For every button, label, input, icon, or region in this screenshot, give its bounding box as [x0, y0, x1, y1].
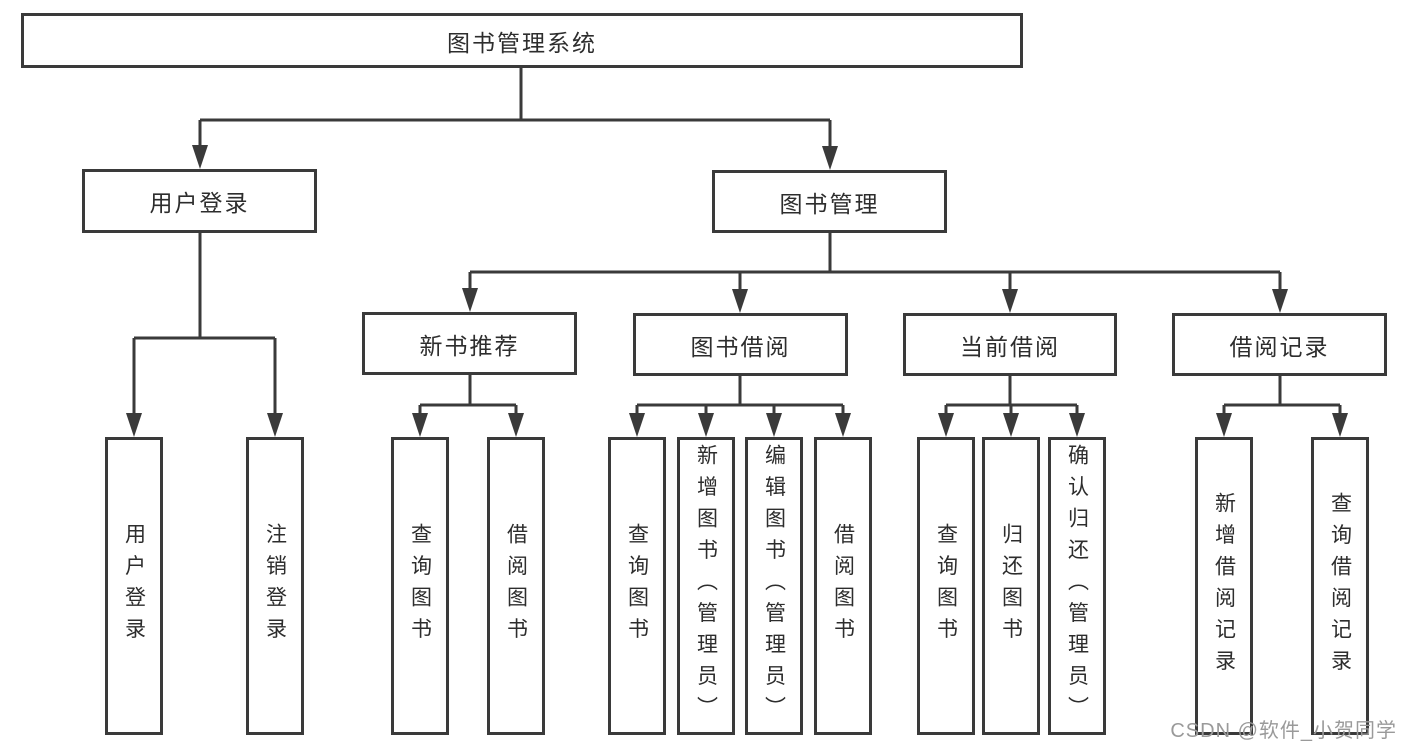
- node-root: 图书管理系统: [21, 13, 1023, 68]
- leaf-logout-label: 注销登录: [263, 523, 287, 649]
- leaf-borrow-book-recommend-label: 借阅图书: [504, 523, 528, 649]
- arrowhead-icons: [126, 145, 1348, 437]
- node-book-management-label: 图书管理: [779, 190, 880, 217]
- leaf-add-book-admin: 新增图书（管理员）: [677, 437, 735, 735]
- node-user-login-label: 用户登录: [149, 190, 250, 216]
- leaf-borrow-book-label: 借阅图书: [831, 523, 855, 649]
- leaf-user-login: 用户登录: [105, 437, 163, 735]
- leaf-logout: 注销登录: [246, 437, 304, 735]
- watermark: CSDN @软件_小贺同学: [1170, 720, 1397, 742]
- leaf-borrow-book-recommend: 借阅图书: [487, 437, 545, 735]
- node-borrow-records: 借阅记录: [1172, 313, 1387, 376]
- leaf-edit-book-admin: 编辑图书（管理员）: [745, 437, 803, 735]
- leaf-query-book-recommend: 查询图书: [391, 437, 449, 735]
- leaf-query-book-recommend-label: 查询图书: [408, 523, 432, 649]
- node-user-login: 用户登录: [82, 169, 317, 233]
- node-book-borrow-label: 图书借阅: [690, 333, 791, 360]
- node-current-borrow-label: 当前借阅: [960, 333, 1060, 360]
- leaf-return-book-label: 归还图书: [999, 523, 1023, 649]
- leaf-return-book: 归还图书: [982, 437, 1040, 735]
- leaf-query-borrow-record: 查询借阅记录: [1311, 437, 1369, 735]
- leaf-query-book-borrow-label: 查询图书: [625, 523, 649, 649]
- node-root-label: 图书管理系统: [447, 29, 597, 56]
- leaf-confirm-return-admin: 确认归还（管理员）: [1048, 437, 1106, 735]
- leaf-add-book-admin-label: 新增图书（管理员）: [694, 444, 718, 728]
- leaf-add-borrow-record-label: 新增借阅记录: [1212, 491, 1236, 681]
- node-book-borrow: 图书借阅: [633, 313, 848, 376]
- leaf-query-book-borrow: 查询图书: [608, 437, 666, 735]
- node-new-book-recommend-label: 新书推荐: [419, 332, 520, 359]
- node-book-management: 图书管理: [712, 170, 947, 233]
- leaf-query-book-current: 查询图书: [917, 437, 975, 735]
- leaf-confirm-return-admin-label: 确认归还（管理员）: [1065, 444, 1089, 728]
- leaf-borrow-book: 借阅图书: [814, 437, 872, 735]
- leaf-query-borrow-record-label: 查询借阅记录: [1328, 491, 1352, 681]
- leaf-query-book-current-label: 查询图书: [934, 523, 958, 649]
- leaf-edit-book-admin-label: 编辑图书（管理员）: [762, 444, 786, 728]
- node-borrow-records-label: 借阅记录: [1229, 333, 1330, 360]
- node-current-borrow: 当前借阅: [903, 313, 1117, 376]
- node-new-book-recommend: 新书推荐: [362, 312, 577, 375]
- leaf-user-login-label: 用户登录: [122, 523, 146, 649]
- leaf-add-borrow-record: 新增借阅记录: [1195, 437, 1253, 735]
